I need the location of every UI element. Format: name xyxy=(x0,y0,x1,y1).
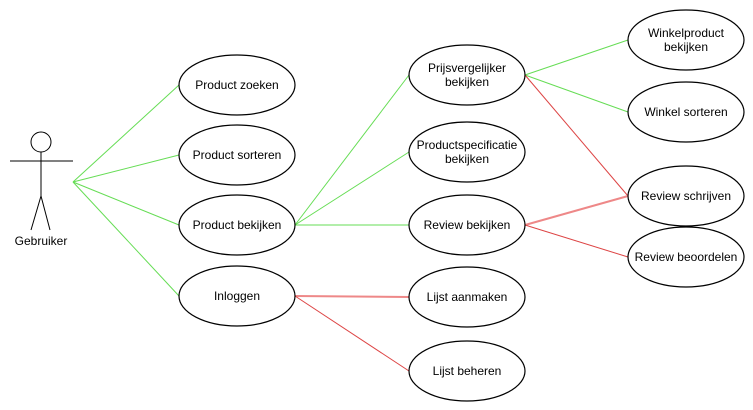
use-case-winkelsort[interactable]: Winkel sorteren xyxy=(627,81,745,143)
connector-prijs-to-rev-schr xyxy=(524,74,629,197)
use-case-ellipse xyxy=(627,226,745,288)
use-case-label: Productspecificatie xyxy=(417,138,518,152)
connector-actor-to-zoeken xyxy=(72,84,180,183)
use-case-ellipse xyxy=(408,194,526,256)
use-case-ellipse xyxy=(178,265,296,327)
connector-actor-to-inloggen xyxy=(72,181,180,297)
actor-left-leg xyxy=(30,195,42,231)
use-case-label: Winkelproduct xyxy=(648,26,725,40)
use-case-label: bekijken xyxy=(664,40,708,54)
use-case-review[interactable]: Review bekijken xyxy=(408,194,526,256)
use-case-label: Product bekijken xyxy=(193,218,282,232)
use-case-ellipse xyxy=(627,81,745,143)
connector-actor-to-sorteren xyxy=(72,154,180,183)
use-case-label: bekijken xyxy=(445,75,489,89)
actor-gebruiker[interactable]: Gebruiker xyxy=(10,131,73,248)
use-case-ellipse xyxy=(178,194,296,256)
use-case-ellipse xyxy=(408,121,526,183)
use-case-label: Product sorteren xyxy=(193,148,282,162)
use-case-ellipse xyxy=(178,124,296,186)
use-case-zoeken[interactable]: Product zoeken xyxy=(178,54,296,116)
connector-prijs-to-winkelprod xyxy=(524,39,629,76)
use-case-label: Product zoeken xyxy=(195,78,278,92)
connector-bekijken-to-prijs xyxy=(294,74,410,226)
use-case-label: Prijsvergelijker xyxy=(428,61,506,75)
use-case-label: Inloggen xyxy=(214,289,260,303)
connector-review-to-rev-beoor xyxy=(524,224,629,258)
use-case-label: Review beoordelen xyxy=(635,250,738,264)
actor-head xyxy=(30,131,52,153)
use-case-rev-schr[interactable]: Review schrijven xyxy=(627,165,745,227)
use-case-rev-beoor[interactable]: Review beoordelen xyxy=(627,226,745,288)
connection-lines xyxy=(72,39,629,372)
connector-inloggen-to-lijst-maak xyxy=(294,295,410,298)
use-case-ellipse xyxy=(627,9,745,71)
use-case-label: Review bekijken xyxy=(424,218,511,232)
use-case-label: Lijst aanmaken xyxy=(427,290,508,304)
connector-bekijken-to-spec xyxy=(294,151,410,226)
use-case-ellipse xyxy=(178,54,296,116)
use-case-label: bekijken xyxy=(445,152,489,166)
use-case-inloggen[interactable]: Inloggen xyxy=(178,265,296,327)
use-case-ellipse xyxy=(408,340,526,402)
use-case-bekijken[interactable]: Product bekijken xyxy=(178,194,296,256)
connector-actor-to-bekijken xyxy=(72,181,180,226)
use-case-label: Lijst beheren xyxy=(433,364,502,378)
use-case-lijst-beh[interactable]: Lijst beheren xyxy=(408,340,526,402)
actor-right-leg xyxy=(40,195,51,231)
use-case-label: Winkel sorteren xyxy=(644,105,727,119)
use-case-sorteren[interactable]: Product sorteren xyxy=(178,124,296,186)
use-case-label: Review schrijven xyxy=(641,189,731,203)
connector-prijs-to-winkelsort xyxy=(524,74,629,113)
connector-inloggen-to-lijst-beh xyxy=(294,295,410,372)
connector-review-to-rev-schr xyxy=(524,195,629,226)
use-case-ellipse xyxy=(408,44,526,106)
use-case-lijst-maak[interactable]: Lijst aanmaken xyxy=(408,266,526,328)
actor-label: Gebruiker xyxy=(15,234,68,248)
use-case-ellipse xyxy=(627,165,745,227)
use-case-ellipse xyxy=(408,266,526,328)
